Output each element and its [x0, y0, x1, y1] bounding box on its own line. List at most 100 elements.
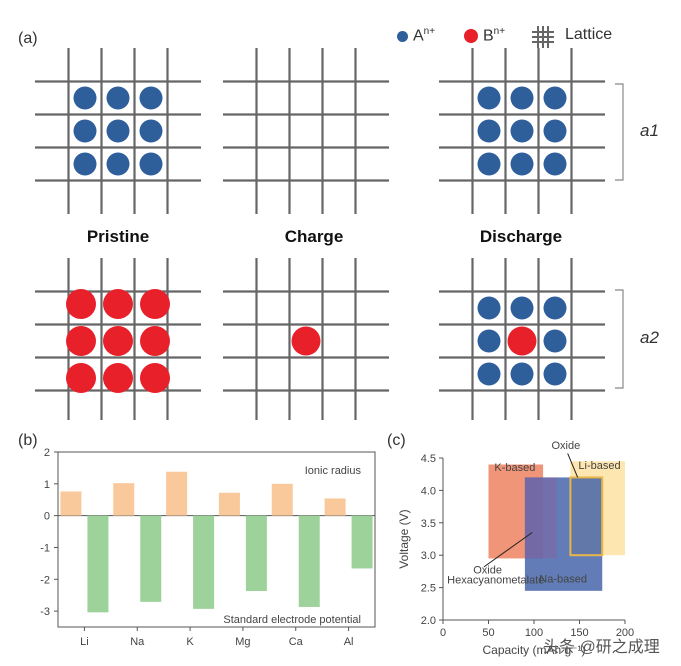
- a-ion: [106, 86, 130, 110]
- a-ion: [543, 86, 567, 110]
- hexacyanometalate-pointer: [483, 532, 533, 568]
- x-tick-label: 0: [440, 627, 446, 639]
- label-oxide-bottom: Oxide: [473, 564, 502, 576]
- b-ion: [140, 326, 170, 356]
- state-label-pristine: Pristine: [86, 227, 150, 246]
- a-ion: [543, 296, 567, 320]
- bar-electrode-potential: [351, 515, 373, 569]
- a-ion: [106, 119, 130, 143]
- b-ion: [103, 326, 133, 356]
- x-tick-label: 150: [570, 627, 588, 639]
- y-tick-label: -1: [40, 542, 50, 554]
- x-tick-label: Na: [130, 636, 145, 648]
- x-tick-label: 200: [616, 627, 634, 639]
- panel-c-label: (c): [387, 432, 406, 449]
- lattice-legend-label: Lattice: [565, 26, 613, 43]
- bar-ionic-radius: [324, 498, 346, 516]
- b-ion: [140, 363, 170, 393]
- x-tick-label: Al: [344, 636, 354, 648]
- lattice-grids: [35, 48, 605, 420]
- b-ion: [140, 289, 170, 319]
- a-ion: [139, 119, 163, 143]
- brace-a1: [615, 83, 624, 181]
- label-li-based: Li-based: [578, 460, 620, 472]
- lattice-grid: [439, 48, 605, 214]
- x-tick-label: K: [186, 636, 194, 648]
- y-tick-label: 1: [44, 479, 50, 491]
- row-braces: [615, 83, 624, 389]
- a-ion: [543, 119, 567, 143]
- b-ion: [103, 289, 133, 319]
- lattice-legend-icon: [532, 26, 554, 48]
- b-ion-legend-icon: [464, 29, 478, 43]
- bar-electrode-potential: [87, 515, 109, 613]
- bar-ionic-radius: [271, 483, 293, 516]
- y-tick-label: 4.5: [421, 453, 436, 465]
- lattice-grid: [35, 48, 201, 214]
- x-axis-label: Capacity (mAh g⁻¹): [482, 643, 585, 657]
- a-ion: [510, 296, 534, 320]
- x-tick-label: Li: [80, 636, 89, 648]
- a-ion: [477, 296, 501, 320]
- label-oxide-top: Oxide: [551, 440, 580, 452]
- series-label-electrode-potential: Standard electrode potential: [223, 614, 361, 626]
- oxide-pointer: [567, 453, 579, 478]
- bar-ionic-radius: [166, 471, 188, 516]
- a-ion: [73, 152, 97, 176]
- b-ion: [66, 289, 96, 319]
- bar-ionic-radius: [218, 492, 240, 516]
- brace-label-a2: a2: [640, 328, 659, 347]
- panel-a-label: (a): [18, 30, 38, 47]
- x-tick-label: Ca: [289, 636, 304, 648]
- b-ion-legend-label: Bn+: [483, 26, 506, 45]
- x-tick-label: Mg: [235, 636, 250, 648]
- lattice-grid: [35, 258, 201, 420]
- a-ion: [139, 86, 163, 110]
- a-ion: [510, 86, 534, 110]
- a-ion: [543, 152, 567, 176]
- bar-electrode-potential: [193, 515, 215, 609]
- a-ion: [477, 152, 501, 176]
- label-k-based: K-based: [494, 462, 535, 474]
- lattice-grid: [223, 258, 389, 420]
- a-ion: [510, 119, 534, 143]
- region-oxide: [569, 476, 604, 557]
- y-tick-label: 3.0: [421, 550, 436, 562]
- y-tick-label: 0: [44, 511, 50, 523]
- b-ion: [66, 363, 96, 393]
- a-ion-legend-icon: [397, 31, 408, 42]
- y-tick-label: 3.5: [421, 518, 436, 530]
- plot-frame: [57, 451, 376, 628]
- panel-b-label: (b): [18, 432, 38, 449]
- a-ion: [477, 119, 501, 143]
- a-ion: [510, 362, 534, 386]
- y-tick-label: 4.0: [421, 485, 436, 497]
- a-ion-legend-label: An+: [413, 26, 436, 45]
- a-ion: [543, 329, 567, 353]
- y-tick-label: 2.0: [421, 615, 436, 627]
- a-ion: [73, 119, 97, 143]
- y-axis-label: Voltage (V): [397, 509, 411, 568]
- bar-electrode-potential: [140, 515, 162, 602]
- bar-electrode-potential: [245, 515, 267, 592]
- x-tick-label: 50: [482, 627, 494, 639]
- label-na-based: Na-based: [539, 573, 587, 585]
- bar-electrode-potential: [298, 515, 320, 607]
- brace-a2: [615, 289, 624, 389]
- y-tick-label: 2.5: [421, 583, 436, 595]
- y-tick-label: 2: [44, 447, 50, 459]
- a-ion: [106, 152, 130, 176]
- a-ion: [543, 362, 567, 386]
- b-ion: [291, 326, 321, 356]
- a-ion: [477, 362, 501, 386]
- a-ion: [139, 152, 163, 176]
- label-hexacyanometalate: Hexacyanometalate: [447, 575, 544, 587]
- y-tick-label: -3: [40, 606, 50, 618]
- brace-label-a1: a1: [640, 121, 659, 140]
- state-label-discharge: Discharge: [479, 227, 563, 246]
- a-ion: [477, 86, 501, 110]
- a-ion: [477, 329, 501, 353]
- y-tick-label: -2: [40, 574, 50, 586]
